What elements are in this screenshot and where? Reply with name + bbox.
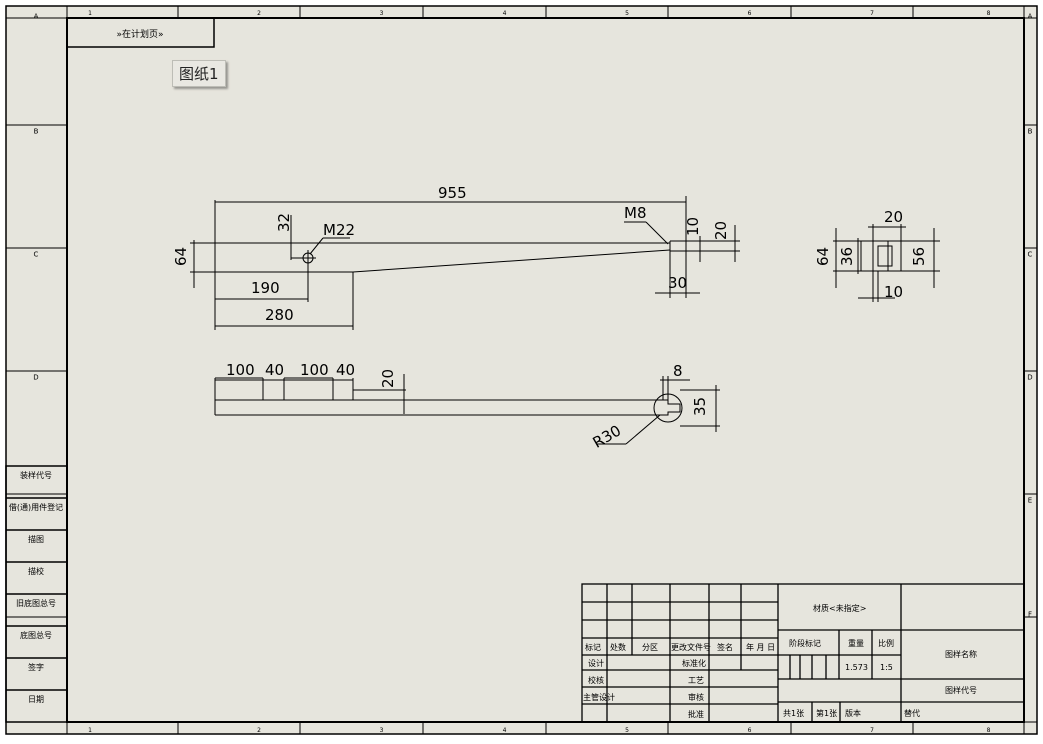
front-view — [190, 196, 740, 330]
title-process: 工艺 — [688, 676, 704, 685]
title-check: 校核 — [588, 675, 604, 685]
side-table-cell-2: 借(通)用件登记 — [9, 502, 63, 512]
dim-280: 280 — [265, 306, 294, 324]
title-approve: 批准 — [688, 709, 704, 719]
dim-side-64: 64 — [814, 247, 832, 266]
front-view-dimensions: 955 32 M22 M8 10 20 64 190 280 30 — [172, 184, 730, 324]
row-label-D: D — [1027, 374, 1032, 382]
title-weight-value: 1.573 — [845, 663, 868, 672]
top-left-label: »在计划页» — [116, 28, 163, 40]
row-label-A: A — [1028, 13, 1033, 21]
column-label-2: 2 — [257, 727, 261, 734]
side-table-cell-7: 签字 — [28, 662, 44, 672]
row-labels: A A B B C C D D E F — [33, 13, 1032, 619]
column-label-3: 3 — [380, 10, 384, 17]
side-table — [5, 465, 68, 723]
title-drawing-number: 图样代号 — [945, 685, 977, 695]
title-std: 标准化 — [682, 658, 706, 668]
column-label-7: 7 — [870, 10, 874, 17]
side-table-cell-3: 描图 — [28, 534, 44, 544]
dim-955: 955 — [438, 184, 467, 202]
row-label-B: B — [34, 128, 39, 136]
dim-190: 190 — [251, 279, 280, 297]
column-label-1: 1 — [88, 727, 92, 734]
bottom-view — [214, 374, 720, 445]
title-stage: 阶段标记 — [789, 638, 821, 648]
dim-m8: M8 — [624, 204, 647, 222]
dim-32: 32 — [275, 213, 293, 232]
column-label-6: 6 — [748, 10, 752, 17]
title-weight-label: 重量 — [848, 638, 864, 648]
side-table-cell-6: 底图总号 — [20, 630, 52, 640]
column-label-1: 1 — [88, 10, 92, 17]
column-label-8: 8 — [987, 10, 991, 17]
column-label-2: 2 — [257, 10, 261, 17]
dim-side-10: 10 — [884, 283, 903, 301]
column-label-4: 4 — [503, 727, 507, 734]
side-view — [833, 224, 940, 302]
row-label-D: D — [33, 374, 38, 382]
title-header-date: 年 月 日 — [746, 642, 775, 652]
column-label-8: 8 — [987, 727, 991, 734]
dim-bottom-8: 8 — [673, 362, 683, 380]
column-ticks — [177, 6, 914, 734]
dim-64: 64 — [172, 247, 190, 266]
dim-30: 30 — [668, 274, 687, 292]
column-label-5: 5 — [625, 10, 629, 17]
column-label-3: 3 — [380, 727, 384, 734]
row-label-E: E — [1028, 497, 1032, 505]
row-label-A: A — [34, 13, 39, 21]
title-material: 材质<未指定> — [813, 603, 866, 613]
column-label-4: 4 — [503, 10, 507, 17]
dim-bottom-20: 20 — [379, 369, 397, 388]
column-label-7: 7 — [870, 727, 874, 734]
title-header-change: 更改文件号 — [671, 642, 711, 652]
dim-bottom-100-b: 100 — [300, 361, 329, 379]
top-left-label-box — [66, 17, 215, 48]
title-header-count: 处数 — [610, 642, 626, 652]
dim-side-56: 56 — [910, 247, 928, 266]
title-chief: 主管设计 — [583, 692, 615, 702]
side-table-cell-8: 日期 — [28, 695, 44, 704]
title-block-text: 材质<未指定> 标记 处数 分区 更改文件号 签名 年 月 日 设计 校核 主管… — [583, 603, 977, 719]
row-ticks — [6, 124, 1037, 618]
title-header-zone: 分区 — [642, 643, 658, 652]
dim-bottom-40-b: 40 — [336, 361, 355, 379]
title-sheet-total: 共1张 — [783, 709, 804, 718]
dim-side-20: 20 — [884, 208, 903, 226]
column-label-6: 6 — [748, 727, 752, 734]
side-table-cell-4: 描校 — [28, 566, 44, 576]
title-block — [581, 583, 1025, 723]
side-table-cell-5: 旧底图总号 — [16, 598, 56, 608]
side-table-cell-1: 装样代号 — [20, 470, 52, 480]
column-label-5: 5 — [625, 727, 629, 734]
dim-bottom-40-a: 40 — [265, 361, 284, 379]
sheet-tab[interactable]: 图纸1 — [172, 60, 226, 87]
dim-bottom-35: 35 — [691, 397, 709, 416]
sheet-paper — [5, 5, 1038, 735]
title-header-mark: 标记 — [585, 642, 601, 652]
title-design: 设计 — [588, 658, 604, 668]
title-scale-value: 1:5 — [880, 663, 893, 672]
row-label-C: C — [34, 251, 39, 259]
dim-m22: M22 — [323, 221, 355, 239]
title-replace: 替代 — [904, 708, 920, 718]
title-version: 版本 — [845, 708, 861, 718]
title-scale-label: 比例 — [878, 638, 894, 648]
row-label-F: F — [1028, 611, 1032, 619]
title-review: 审核 — [688, 692, 704, 702]
title-sheet-index: 第1张 — [816, 708, 837, 718]
dim-20: 20 — [712, 221, 730, 240]
dim-side-36: 36 — [838, 247, 856, 266]
dim-bottom-100-a: 100 — [226, 361, 255, 379]
dim-10: 10 — [684, 217, 702, 236]
title-drawing-name: 图样名称 — [945, 649, 977, 659]
row-label-B: B — [1028, 128, 1033, 136]
title-header-sign: 签名 — [717, 642, 733, 652]
row-label-C: C — [1028, 251, 1033, 259]
side-view-dimensions: 20 64 36 56 10 — [814, 208, 928, 301]
